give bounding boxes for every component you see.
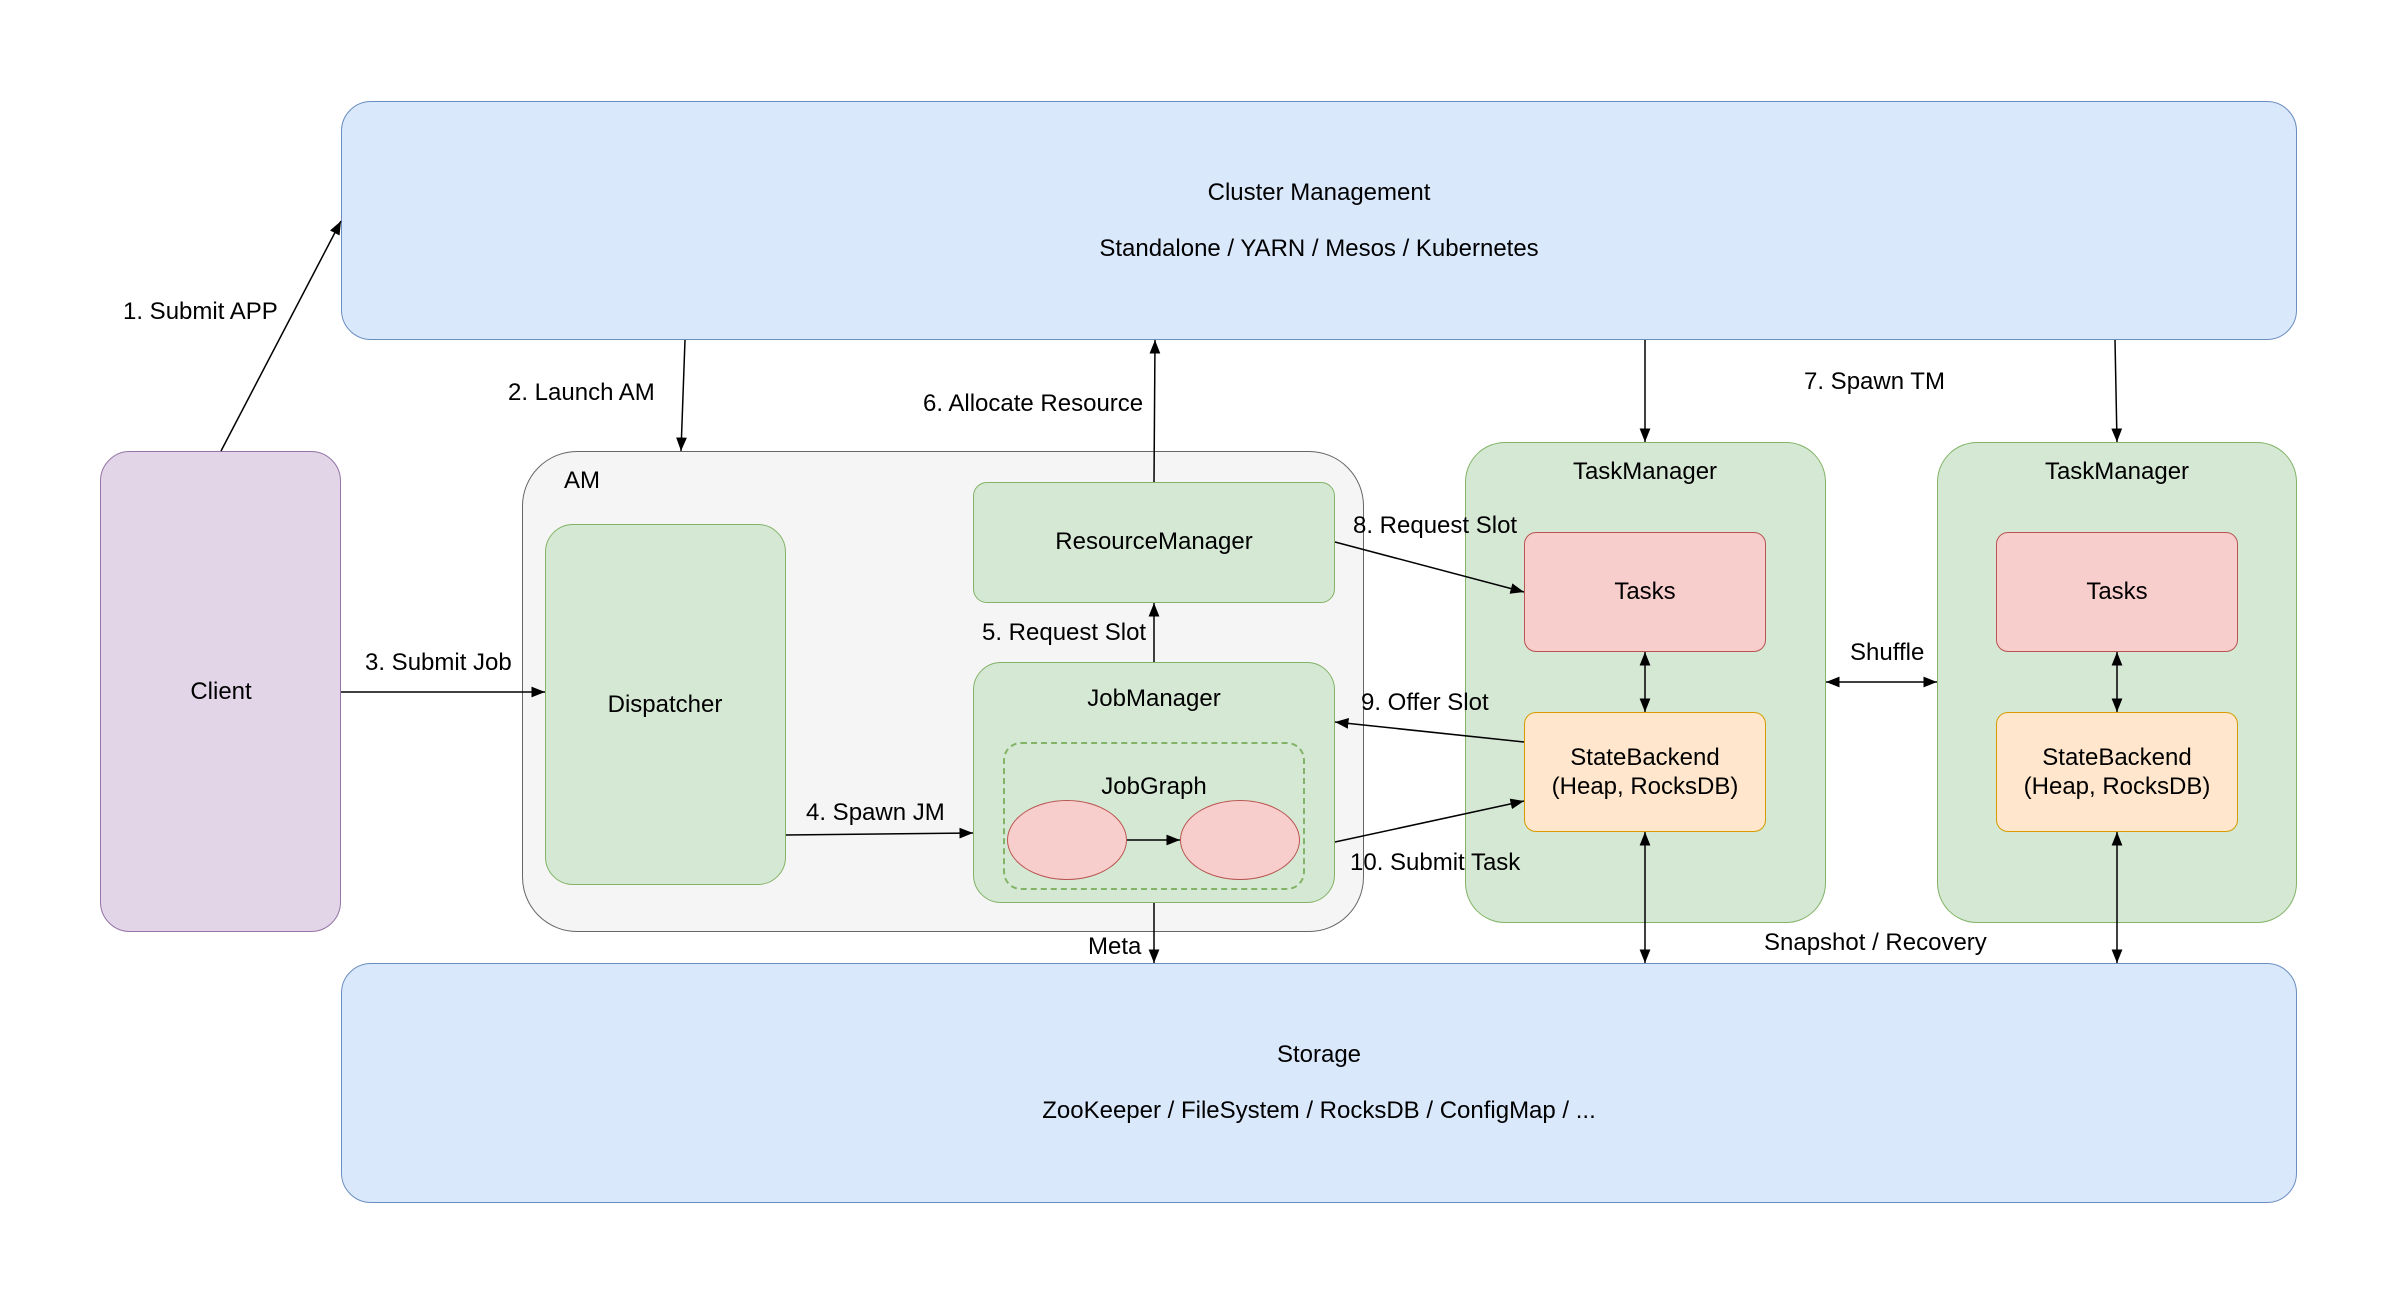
task-manager-2-state-backend-box (1996, 712, 2238, 832)
arrow-allocate-resource (1149, 339, 1161, 483)
arrow-request-slot-tm (1334, 541, 1525, 594)
task-manager-2-tasks-label: Tasks (2086, 578, 2148, 605)
job-manager-label: JobManager (1087, 685, 1221, 712)
task-manager-2-state-backend-line2: (Heap, RocksDB) (2023, 773, 2211, 800)
resource-manager-box (973, 482, 1335, 603)
storage-title: Storage (1276, 1041, 1362, 1068)
cluster-management-box (341, 101, 2297, 340)
dispatcher-box (545, 524, 786, 885)
job-graph-box (1003, 742, 1305, 890)
task-manager-2-state-backend-line1: StateBackend (2042, 744, 2192, 771)
label-submit-app: 1. Submit APP (123, 298, 278, 325)
label-shuffle: Shuffle (1850, 639, 1925, 666)
label-request-slot-tm: 8. Request Slot (1353, 512, 1518, 539)
job-graph-label: JobGraph (1101, 773, 1207, 800)
task-manager-1-state-backend-line2: (Heap, RocksDB) (1551, 773, 1739, 800)
label-launch-am: 2. Launch AM (508, 379, 655, 406)
task-manager-2-title: TaskManager (2044, 458, 2190, 485)
label-spawn-jm: 4. Spawn JM (806, 799, 945, 826)
job-graph-node-1 (1007, 800, 1127, 880)
label-allocate-resource: 6. Allocate Resource (923, 390, 1144, 417)
arrow-submit-task (1334, 798, 1525, 843)
client-label: Client (190, 678, 252, 705)
label-spawn-tm: 7. Spawn TM (1804, 368, 1945, 395)
cluster-management-title: Cluster Management (1207, 179, 1431, 206)
arrow-offer-slot (1334, 718, 1525, 743)
storage-box (341, 963, 2297, 1203)
client-box (100, 451, 341, 932)
job-graph-node-2 (1180, 800, 1300, 880)
label-request-slot-rm: 5. Request Slot (982, 619, 1147, 646)
arrow-spawn-tm-2 (2111, 339, 2123, 443)
label-offer-slot: 9. Offer Slot (1361, 689, 1489, 716)
label-submit-job: 3. Submit Job (365, 649, 512, 676)
storage-subtitle: ZooKeeper / FileSystem / RocksDB / Confi… (1042, 1097, 1596, 1124)
task-manager-1-state-backend-line1: StateBackend (1570, 744, 1720, 771)
task-manager-1-tasks-box (1524, 532, 1766, 652)
task-manager-1-state-backend-box (1524, 712, 1766, 832)
task-manager-1-title: TaskManager (1572, 458, 1718, 485)
label-snapshot-recovery: Snapshot / Recovery (1764, 929, 1987, 956)
resource-manager-label: ResourceManager (1055, 528, 1253, 555)
task-manager-1-tasks-label: Tasks (1614, 578, 1676, 605)
arrow-spawn-jm (785, 827, 974, 839)
dispatcher-label: Dispatcher (607, 691, 723, 718)
label-meta: Meta (1088, 933, 1142, 960)
am-label: AM (564, 467, 600, 494)
label-submit-task: 10. Submit Task (1350, 849, 1521, 876)
arrow-submit-app (220, 220, 342, 452)
arrow-launch-am (676, 339, 687, 452)
task-manager-2-tasks-box (1996, 532, 2238, 652)
cluster-management-subtitle: Standalone / YARN / Mesos / Kubernetes (1099, 235, 1539, 262)
